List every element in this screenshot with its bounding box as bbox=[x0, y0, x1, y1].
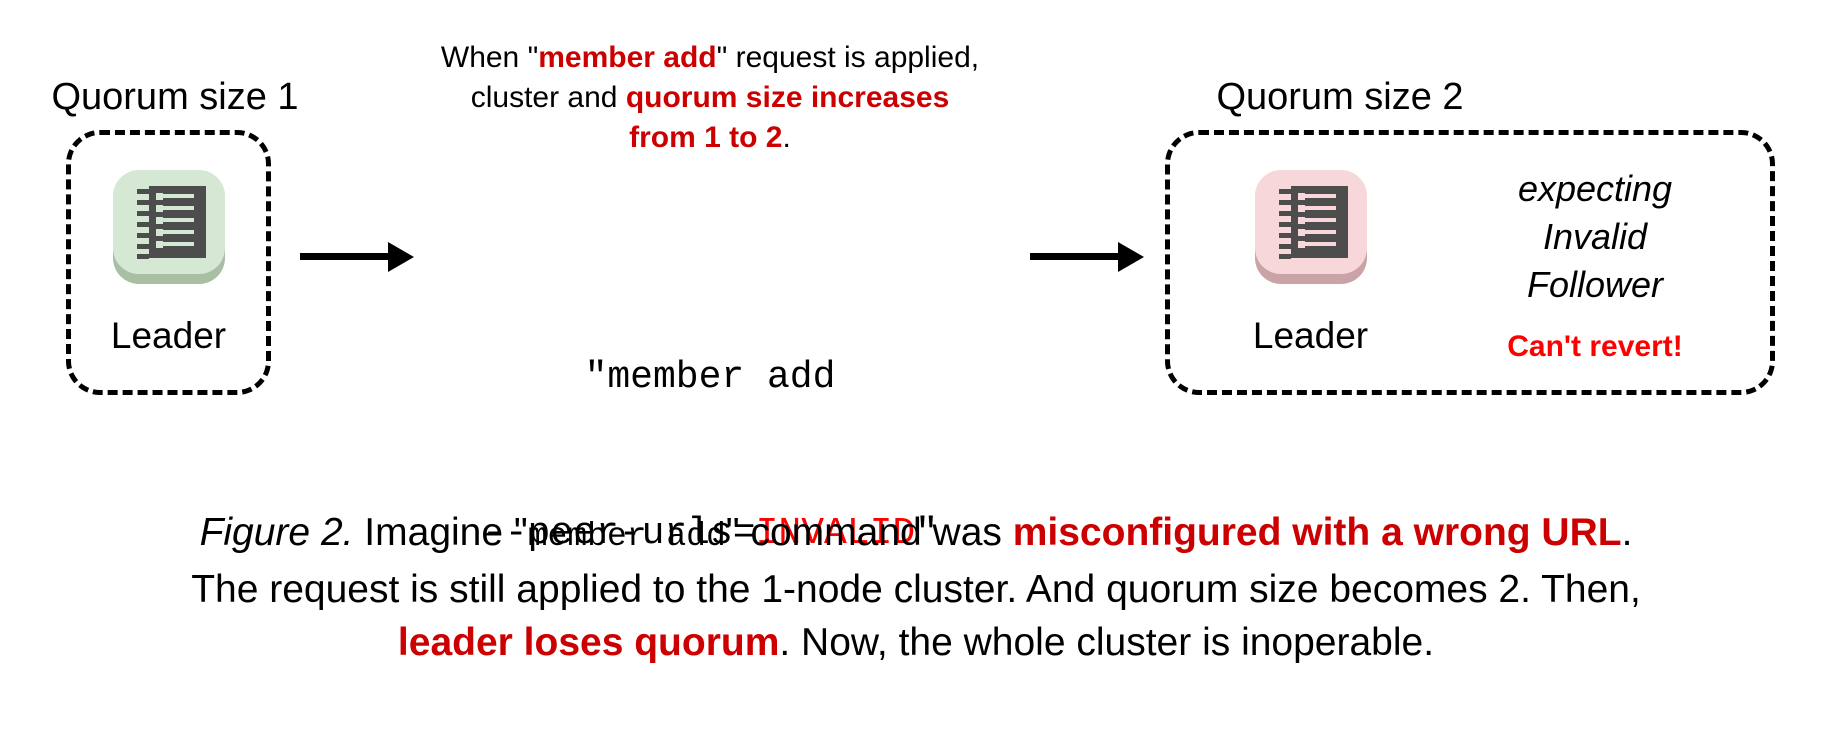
top-caption-l2-a: cluster and bbox=[470, 81, 626, 114]
rack-tab bbox=[1279, 189, 1291, 194]
expecting-line-3: Follower bbox=[1526, 264, 1664, 305]
command-line-2: --peer-urls=INVALID" bbox=[420, 508, 1000, 560]
rack-dot bbox=[156, 205, 163, 212]
right-node-label: Leader bbox=[1252, 315, 1369, 356]
top-caption-line2: cluster and quorum size increases bbox=[400, 78, 1020, 118]
top-caption-l1-a: When " bbox=[440, 41, 539, 74]
expecting-line-2: Invalid bbox=[1542, 216, 1648, 257]
rack-tab bbox=[1279, 211, 1291, 216]
cant-revert-warning: Can't revert! bbox=[1507, 330, 1683, 363]
rack-dot bbox=[1298, 241, 1305, 248]
server-icon-pink bbox=[1252, 166, 1370, 284]
server-icon-green bbox=[110, 166, 228, 284]
command-l2-c: " bbox=[915, 512, 939, 555]
rack-tab bbox=[1279, 244, 1291, 249]
rack-dot bbox=[156, 229, 163, 236]
rack-dot bbox=[1298, 205, 1305, 212]
server-rack-body bbox=[149, 186, 206, 258]
rack-line bbox=[163, 242, 194, 246]
rack-dot bbox=[156, 193, 163, 200]
top-caption-l1-highlight: member add bbox=[538, 41, 717, 74]
fc-l1-highlight: misconfigured with a wrong URL bbox=[1012, 511, 1622, 554]
rack-tab bbox=[1279, 254, 1291, 259]
rack-tab bbox=[137, 222, 149, 227]
rack-tab bbox=[1279, 200, 1291, 205]
rack-tab bbox=[1279, 222, 1291, 227]
rack-tab bbox=[137, 211, 149, 216]
fc-l1-a: Imagine " bbox=[353, 511, 528, 554]
rack-line bbox=[1305, 194, 1336, 198]
rack-dot bbox=[156, 241, 163, 248]
arrow-command-to-right bbox=[1030, 240, 1150, 274]
arrow-shaft bbox=[300, 253, 390, 260]
top-caption-l2-highlight: quorum size increases bbox=[625, 81, 950, 114]
arrow-head bbox=[1118, 242, 1144, 272]
rack-line bbox=[1305, 218, 1336, 222]
rack-tab bbox=[137, 233, 149, 238]
rack-dot bbox=[1298, 193, 1305, 200]
arrow-shaft bbox=[1030, 253, 1120, 260]
top-caption-line1: When "member add" request is applied, bbox=[400, 38, 1020, 78]
rack-tab bbox=[1279, 233, 1291, 238]
arrow-left-to-command bbox=[300, 240, 415, 274]
fc-l1-c: . bbox=[1621, 511, 1633, 554]
fc-l3-b: . Now, the whole cluster is inoperable. bbox=[779, 621, 1435, 664]
left-cluster-box bbox=[66, 130, 271, 395]
rack-line bbox=[1305, 206, 1336, 210]
left-cluster-title: Quorum size 1 bbox=[51, 76, 299, 118]
top-caption-l3-highlight: from 1 to 2 bbox=[629, 121, 783, 154]
rack-dot bbox=[1298, 217, 1305, 224]
rack-tab bbox=[137, 244, 149, 249]
arrow-head bbox=[388, 242, 414, 272]
expecting-line-1: expecting bbox=[1517, 168, 1673, 209]
figure-caption-line-3: leader loses quorum. Now, the whole clus… bbox=[0, 616, 1832, 669]
figure-caption-line-2: The request is still applied to the 1-no… bbox=[191, 568, 1641, 611]
rack-line bbox=[1305, 242, 1336, 246]
rack-tab bbox=[137, 254, 149, 259]
rack-line bbox=[163, 230, 194, 234]
rack-tab bbox=[137, 200, 149, 205]
rack-tab bbox=[137, 189, 149, 194]
figure-number: Figure 2. bbox=[199, 511, 354, 554]
figure-caption-line-1: Figure 2. Imagine "member add" command w… bbox=[0, 506, 1832, 563]
expecting-text: expecting Invalid Follower bbox=[1445, 165, 1745, 309]
top-caption-l1-c: " request is applied, bbox=[716, 41, 980, 74]
command-invalid-value: INVALID bbox=[755, 512, 916, 555]
right-cluster-title: Quorum size 2 bbox=[1216, 76, 1464, 118]
command-line-1: "member add bbox=[584, 356, 836, 399]
right-cluster-box bbox=[1165, 130, 1775, 395]
rack-line bbox=[163, 194, 194, 198]
top-caption: When "member add" request is applied, cl… bbox=[400, 38, 1020, 158]
command-l2-a: --peer-urls= bbox=[481, 512, 756, 555]
server-rack-body bbox=[1291, 186, 1348, 258]
fc-l1-mono: member add bbox=[527, 518, 726, 555]
figure-caption: Figure 2. Imagine "member add" command w… bbox=[0, 506, 1832, 669]
top-caption-l3-c: . bbox=[782, 121, 791, 154]
rack-line bbox=[1305, 230, 1336, 234]
fc-l1-b: " command was bbox=[725, 511, 1013, 554]
left-server-icon-wrap bbox=[110, 166, 228, 284]
left-node-label: Leader bbox=[110, 315, 227, 356]
rack-line bbox=[163, 206, 194, 210]
right-server-icon-wrap bbox=[1252, 166, 1370, 284]
rack-line bbox=[163, 218, 194, 222]
rack-dot bbox=[1298, 229, 1305, 236]
top-caption-line3: from 1 to 2. bbox=[400, 118, 1020, 158]
rack-dot bbox=[156, 217, 163, 224]
fc-l3-highlight: leader loses quorum bbox=[397, 621, 780, 664]
command-block: "member add --peer-urls=INVALID" bbox=[420, 248, 1000, 664]
